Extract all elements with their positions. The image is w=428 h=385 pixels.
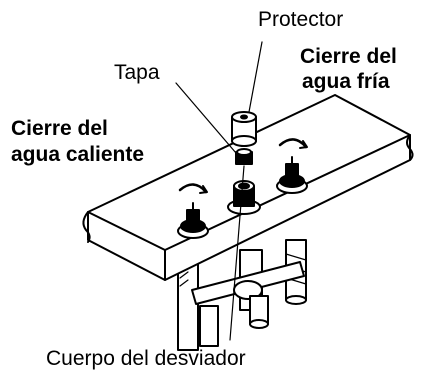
tapa-label: Tapa: [114, 61, 160, 84]
protector-cap: [231, 111, 257, 147]
supply-pipes: [177, 239, 307, 351]
hot-shutoff-label-line2: agua caliente: [11, 143, 145, 166]
protector-label: Protector: [258, 8, 344, 31]
leader-lines: [175, 41, 263, 341]
cold-shutoff-label-line1: Cierre del: [300, 45, 397, 68]
cold-water-shutoff: [276, 138, 308, 194]
cold-shutoff-label-line2: agua fría: [302, 70, 390, 93]
diverter-body-label: Cuerpo del desviador: [46, 347, 246, 370]
diverter-body: [227, 148, 261, 215]
hot-shutoff-label-line1: Cierre del: [11, 117, 108, 140]
hot-water-shutoff: [177, 183, 209, 239]
